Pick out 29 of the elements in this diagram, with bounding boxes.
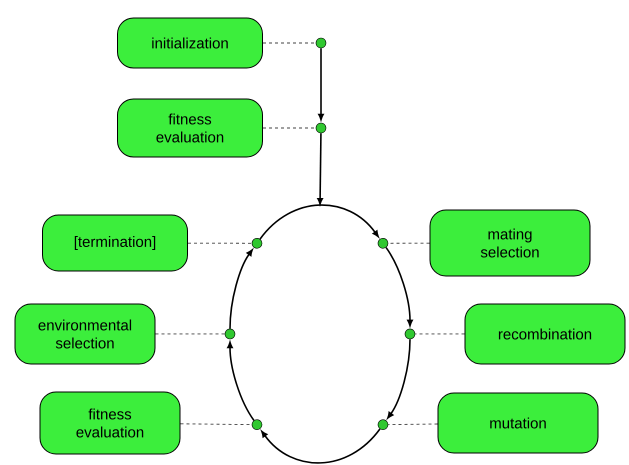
connection-dot [252, 238, 262, 249]
leader-line [188, 242, 252, 244]
process-box: mutation [438, 392, 598, 454]
process-box: initialization [117, 18, 263, 68]
arrow [317, 133, 323, 205]
process-box: fitness evaluation [117, 98, 263, 158]
connection-dot [316, 122, 326, 134]
arrow [318, 48, 324, 120]
cycle-arrow [260, 204, 379, 240]
cycle-arrow [261, 428, 381, 464]
cycle-arrow [387, 339, 411, 419]
process-box: recombination [464, 303, 626, 364]
process-box: environmental selection [14, 303, 156, 364]
connection-dot [224, 328, 236, 340]
process-box: [termination] [42, 214, 188, 272]
cycle-arrow [227, 342, 255, 421]
leader-line [388, 242, 430, 244]
connection-dot [316, 38, 326, 48]
cycle-arrow [385, 247, 413, 326]
process-box: mating selection [430, 210, 590, 276]
connection-dot [252, 419, 262, 430]
connection-dot [378, 419, 388, 430]
cycle-arrow [229, 249, 253, 329]
connection-dot [378, 238, 388, 249]
leader-line [262, 42, 316, 44]
connection-dot [404, 328, 416, 340]
process-box: fitness evaluation [40, 391, 180, 454]
leader-line [388, 424, 438, 426]
leader-line [180, 423, 252, 426]
